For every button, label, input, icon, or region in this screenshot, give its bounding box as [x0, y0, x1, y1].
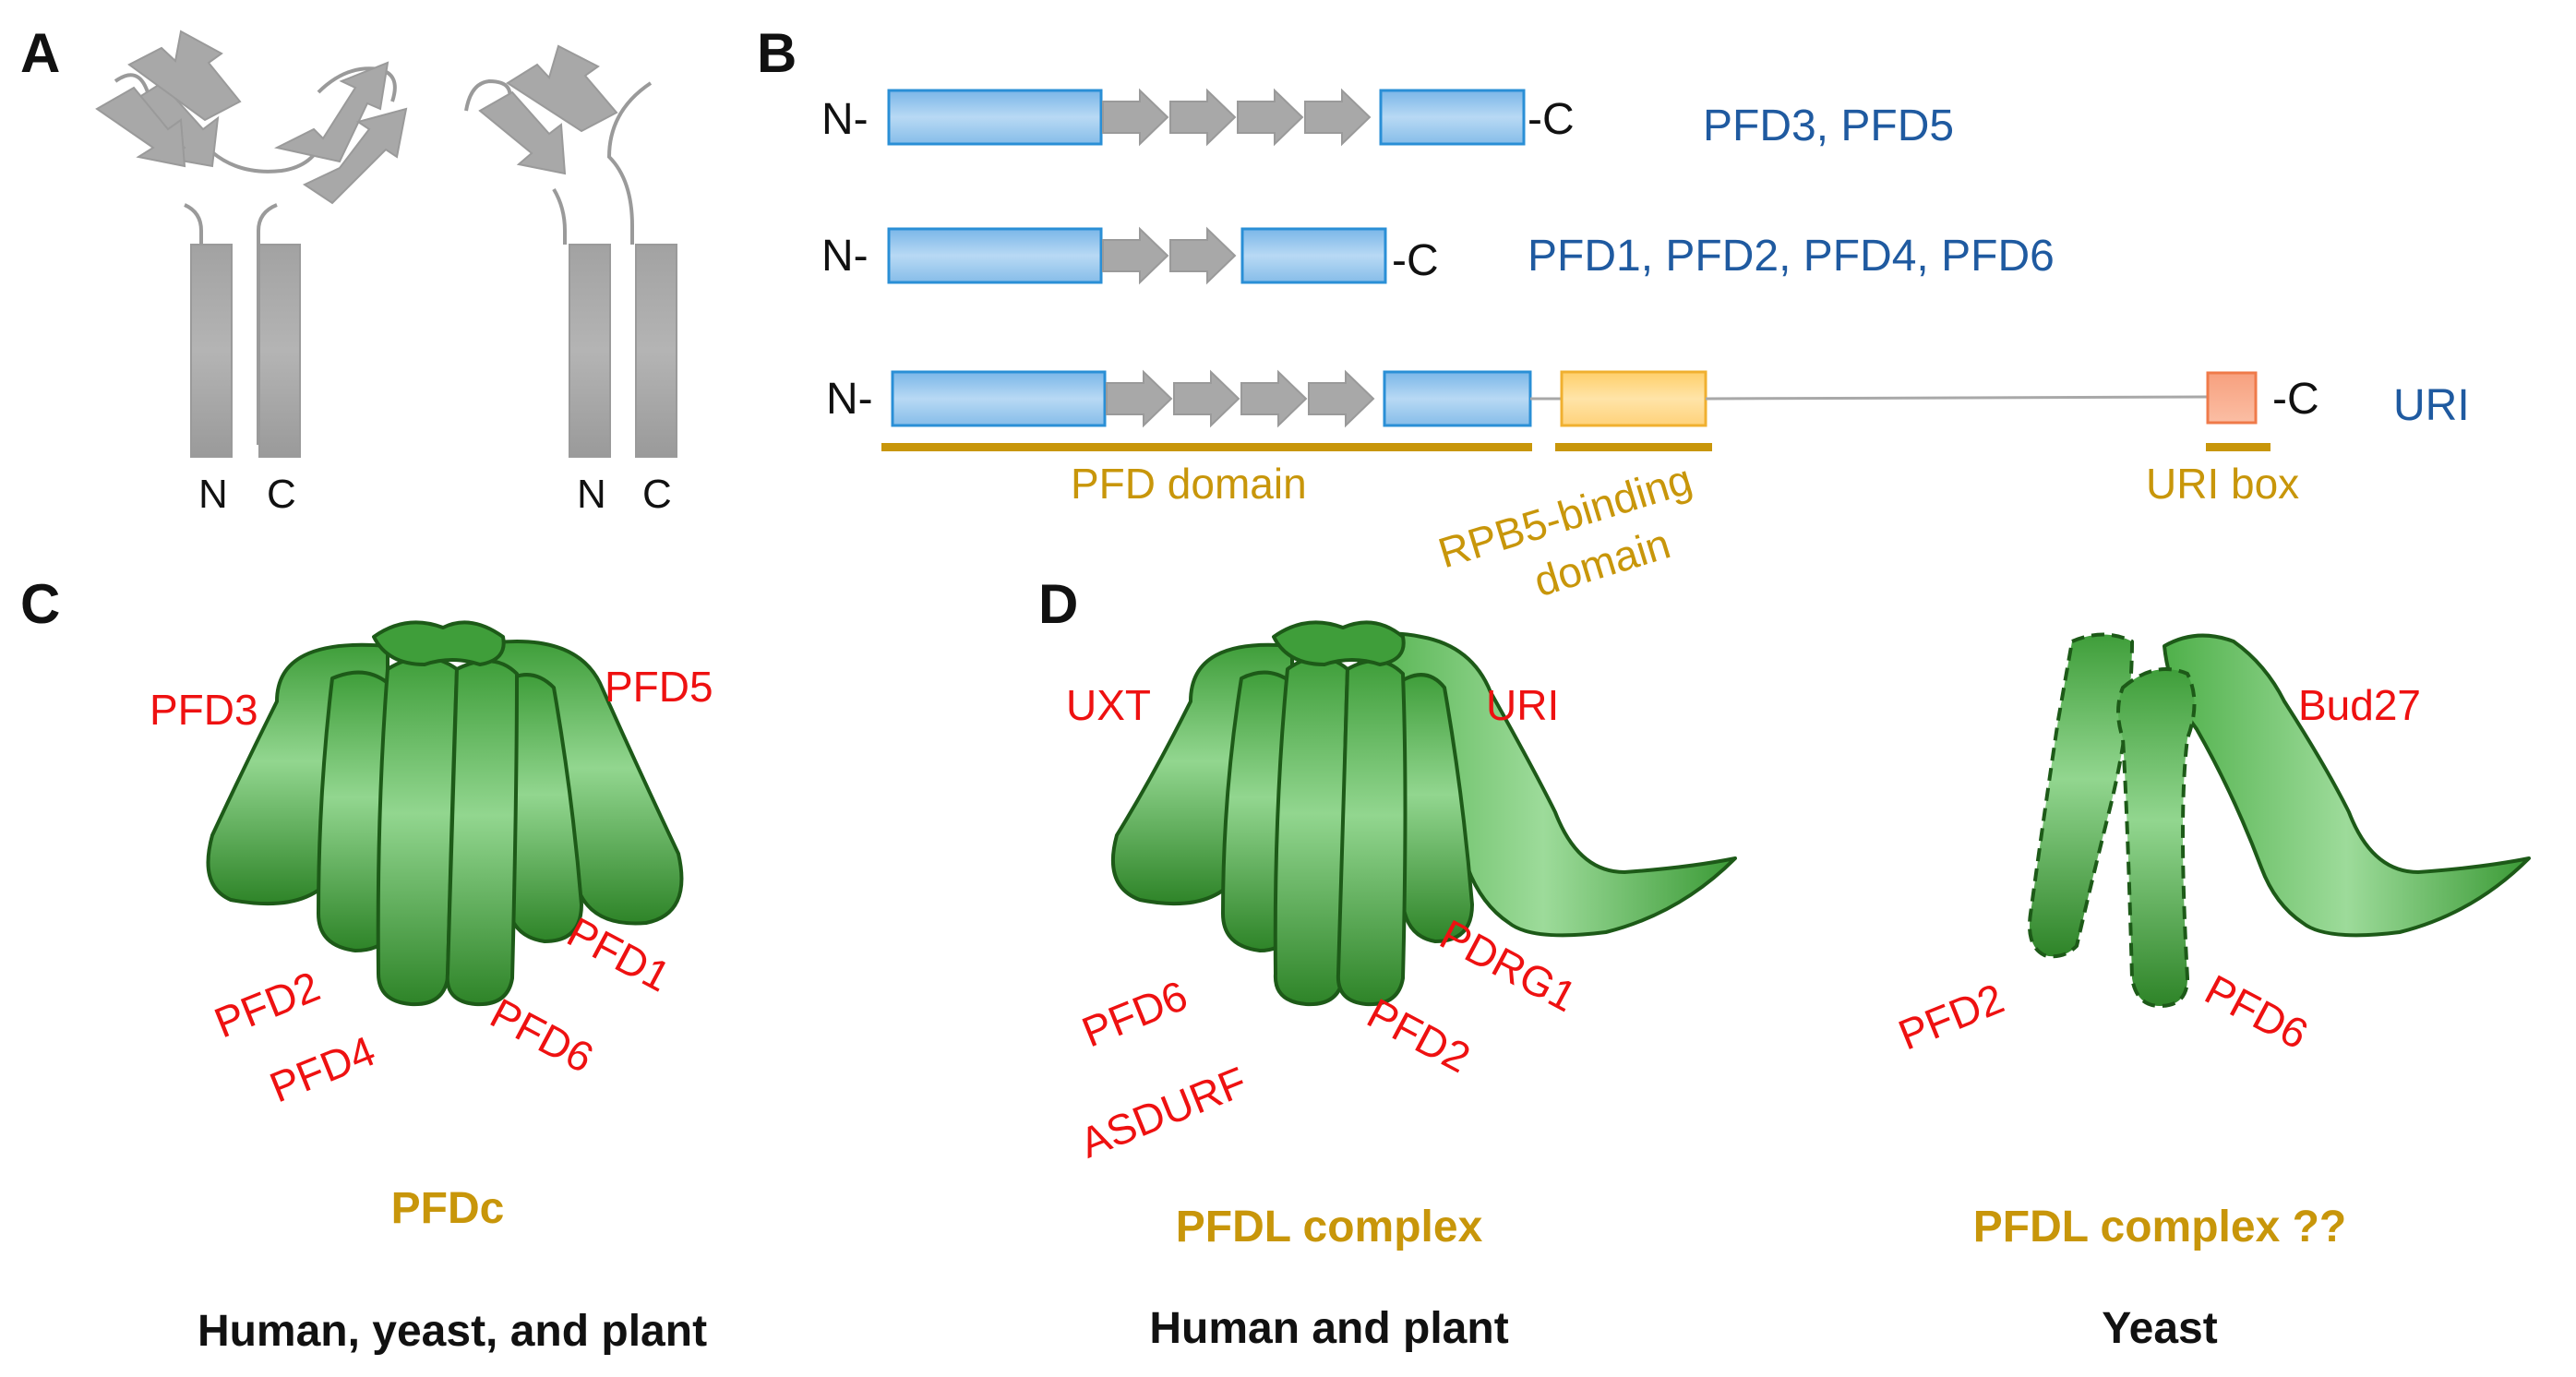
panel-b-letter: B [757, 22, 797, 84]
pfdl-yeast-caption: PFDL complex ?? [1973, 1203, 2347, 1251]
row1-c-term: -C [1528, 95, 1575, 144]
pfdc-pfd3-label: PFD3 [150, 686, 258, 734]
left-bar-c-label: C [267, 472, 296, 517]
yeast-pfd2-label: PFD2 [1892, 974, 2011, 1059]
yeast-pfd6-label: PFD6 [2198, 965, 2316, 1059]
pfdl-pfd6-label: PFD6 [1075, 971, 1194, 1056]
pfdl-complex-human [1110, 620, 1737, 1007]
pfdc-organisms: Human, yeast, and plant [198, 1307, 707, 1356]
pfdl-complex-yeast [2028, 632, 2531, 1008]
row2-label: PFD1, PFD2, PFD4, PFD6 [1528, 232, 2055, 281]
row1-n-term: N- [821, 95, 869, 144]
yeast-bud27-label: Bud27 [2298, 681, 2421, 729]
domain-row-uri: N- -C URI [826, 369, 2470, 430]
right-bar-n-label: N [577, 472, 606, 517]
row3-c-term: -C [2272, 375, 2319, 424]
pfd-domain-label: PFD domain [1071, 460, 1307, 508]
hairpin-structure-right: N C [464, 44, 677, 517]
pfdl-pfd2-label: PFD2 [1360, 988, 1478, 1082]
pfdc-pfd5-label: PFD5 [605, 663, 713, 711]
row1-label: PFD3, PFD5 [1703, 102, 1954, 150]
pfdl-asdurf-label: ASDURF [1073, 1057, 1253, 1167]
left-bar-n-label: N [198, 472, 228, 517]
pfdl-uxt-label: UXT [1066, 681, 1151, 729]
panel-a-letter: A [20, 22, 60, 84]
row3-n-term: N- [826, 375, 873, 424]
pfdc-caption: PFDc [391, 1184, 505, 1233]
pfdc-pfd6-label: PFD6 [483, 988, 601, 1082]
pfdc-pfd2-label: PFD2 [208, 962, 327, 1047]
row2-c-term: -C [1392, 236, 1439, 285]
uri-box-label: URI box [2146, 460, 2299, 508]
panel-c-letter: C [20, 573, 60, 635]
row3-label: URI [2393, 381, 2470, 430]
pfdl-uri-label: URI [1486, 681, 1559, 729]
domain-row-pfd1-pfd2-pfd4-pfd6: N- -C PFD1, PFD2, PFD4, PFD6 [821, 226, 2055, 285]
pfdc-pfd4-label: PFD4 [263, 1026, 382, 1111]
pfdl-yeast-organisms: Yeast [2102, 1304, 2217, 1353]
right-bar-c-label: C [642, 472, 672, 517]
hairpin-structure-left: N C [95, 30, 408, 517]
panel-d-letter: D [1038, 573, 1078, 635]
domain-annotations: PFD domain RPB5-binding domain URI box [881, 443, 2299, 605]
pfdl-human-caption: PFDL complex [1176, 1203, 1483, 1251]
pfdl-human-organisms: Human and plant [1149, 1304, 1508, 1353]
domain-row-pfd3-pfd5: N- -C PFD3, PFD5 [821, 88, 1954, 150]
pfdc-complex [206, 620, 684, 1007]
row2-n-term: N- [821, 232, 869, 281]
